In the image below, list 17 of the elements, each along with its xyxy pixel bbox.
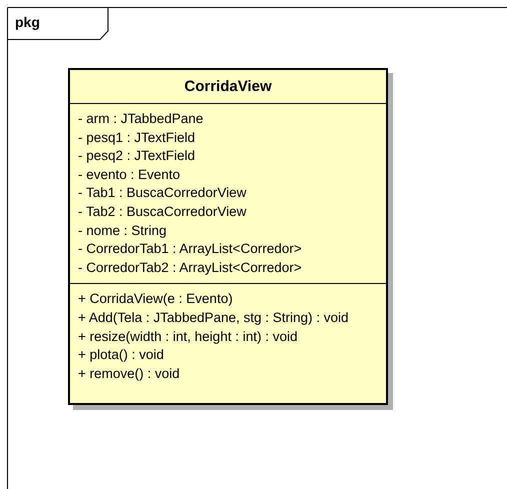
attribute-text: - CorredorTab2 : ArrayList<Corredor>	[78, 258, 303, 277]
attribute-text: - pesq2 : JTextField	[78, 147, 196, 166]
package-frame	[7, 7, 507, 489]
operation-text: + remove() : void	[78, 364, 181, 383]
attribute-text: - Tab1 : BuscaCorredorView	[78, 184, 248, 202]
attribute-text: - Tab2 : BuscaCorredorView	[78, 202, 248, 221]
class-name: CorridaView	[70, 70, 386, 104]
attribute-text: - nome : String	[78, 222, 168, 240]
attribute-text: - pesq1 : JTextField	[78, 128, 196, 147]
operation-text: + plota() : void	[78, 346, 165, 364]
attribute-text: - arm : JTabbedPane	[78, 110, 204, 128]
package-name: pkg	[15, 13, 40, 31]
operation-text: + resize(width : int, height : int) : void	[78, 328, 298, 346]
operation-text: + CorridaView(e : Evento)	[78, 290, 234, 308]
attribute-text: - evento : Evento	[78, 166, 182, 184]
operation-text: + Add(Tela : JTabbedPane, stg : String) : void	[78, 308, 350, 327]
attribute-text: - CorredorTab1 : ArrayList<Corredor>	[78, 240, 303, 258]
